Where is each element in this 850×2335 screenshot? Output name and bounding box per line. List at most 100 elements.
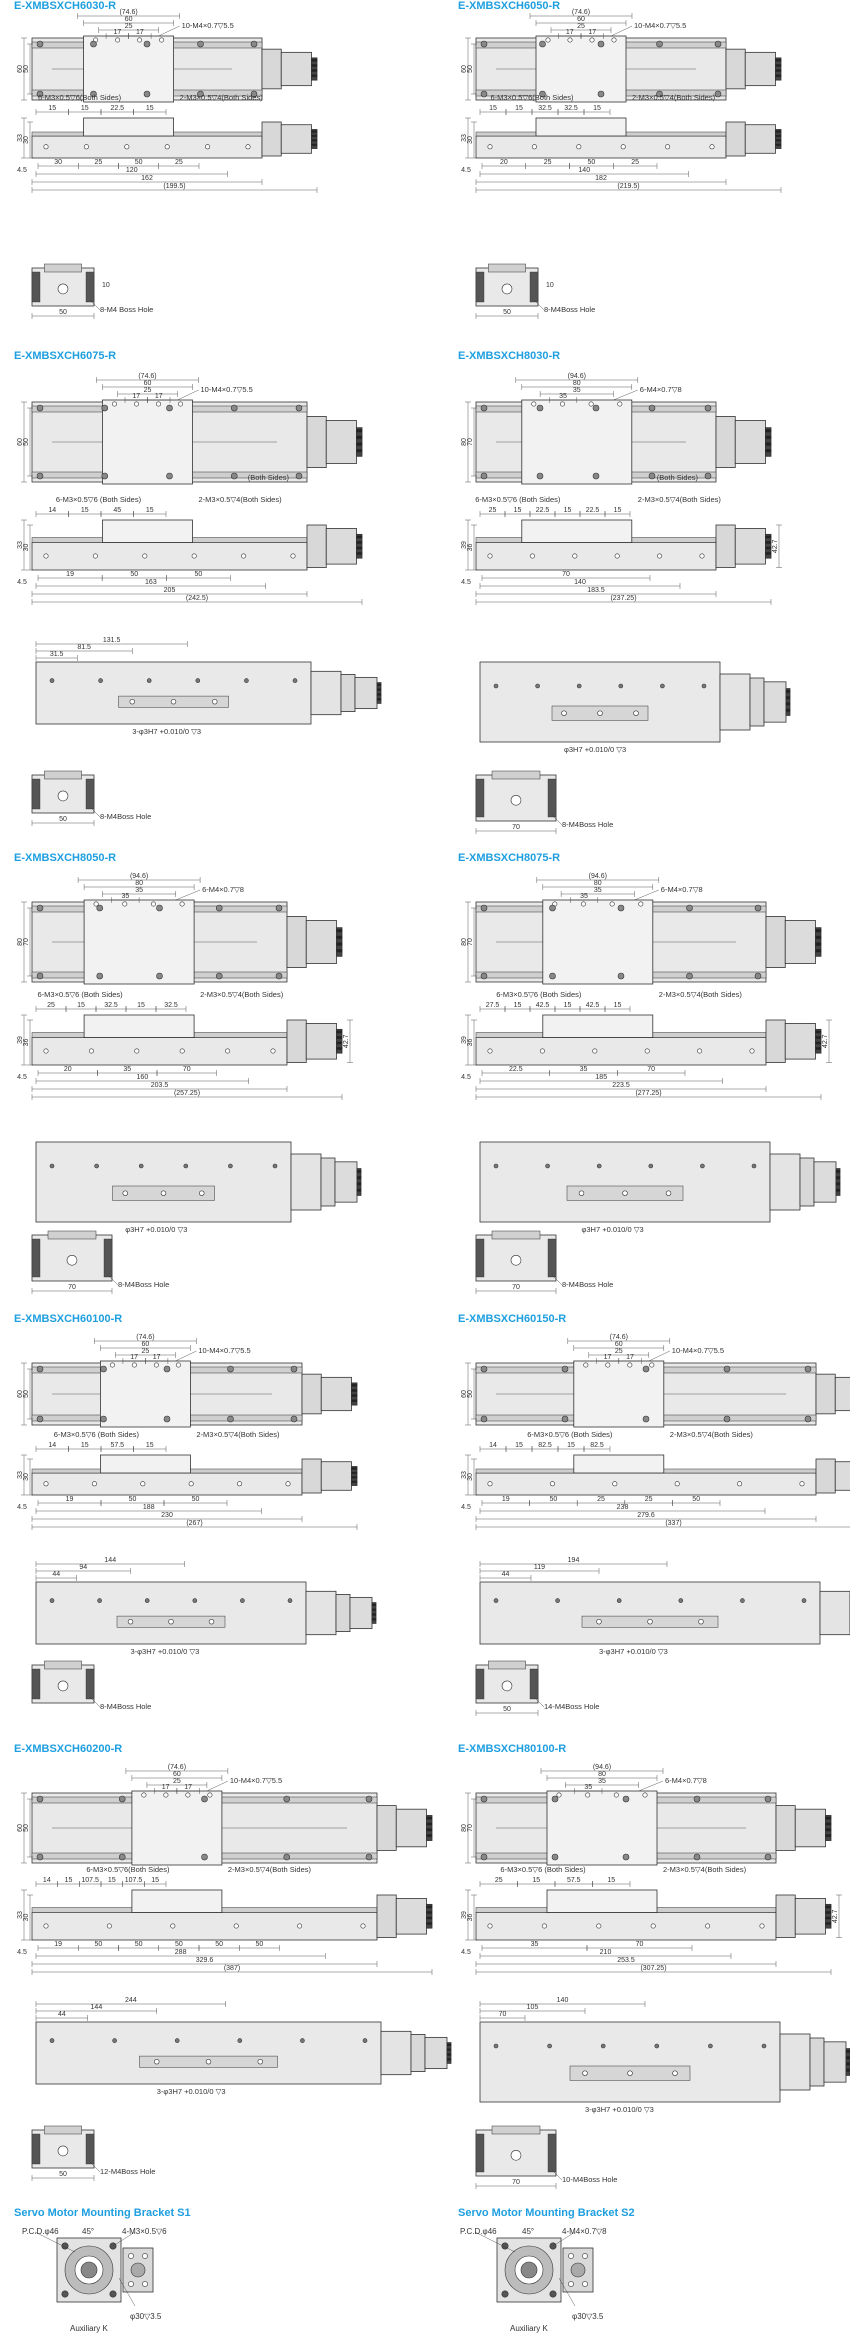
motor-bottom-fin: [785, 696, 791, 700]
model-title-6030: E-XMBSXCH6030-R: [14, 0, 117, 12]
carriage-hole: [131, 1362, 137, 1368]
dim-top-holes: 25: [125, 23, 133, 30]
motor-top-flange: [765, 916, 786, 969]
dim-side-edge: 4.5: [461, 579, 471, 586]
mount-hole: [723, 1415, 731, 1423]
motor-top-flange: [261, 48, 282, 90]
dim-top-rail: 50: [467, 65, 474, 73]
carriage-hole: [178, 401, 184, 407]
dim-side-bottom-3: 25: [631, 159, 639, 166]
side-hole: [91, 1481, 97, 1487]
side-hole: [539, 1048, 545, 1054]
side-hole: [697, 1048, 703, 1054]
side-hole: [297, 1923, 303, 1929]
motor-side-fin: [336, 1036, 343, 1039]
motor-side-body: [305, 1023, 337, 1060]
side-hole: [487, 1048, 493, 1054]
bracket-1: [34, 2231, 154, 2307]
dim-side-bottom-2: 70: [183, 1066, 191, 1073]
motor-top-fin: [765, 442, 772, 446]
aux-hole: [582, 2253, 588, 2259]
side-hole: [612, 1481, 618, 1487]
motor-top: [765, 916, 822, 969]
bottom-hole: [49, 2038, 55, 2043]
holes-leader: [552, 2231, 576, 2247]
holes-leader: [112, 2231, 136, 2247]
motor-bottom-fin: [356, 1188, 362, 1192]
bottom-pin-note: φ3H7 +0.010/0 ▽3: [582, 1225, 644, 1234]
dim-side-top-2: 42.5: [536, 1002, 550, 1009]
motor-top: [725, 48, 782, 90]
bottom-hole: [618, 683, 624, 689]
end-carriage: [44, 1660, 82, 1670]
side-hole: [487, 553, 493, 559]
dim-side-bottom-5: 50: [255, 1941, 263, 1948]
motor-side: [815, 1458, 850, 1494]
carriage: [102, 399, 193, 485]
bottom-hole: [535, 683, 540, 689]
dim-side-l2: 253.5: [617, 1957, 635, 1964]
model-title-80100: E-XMBSXCH80100-R: [458, 1743, 567, 1755]
dim-bottom-d3: 31.5: [50, 651, 64, 658]
mount-hole: [597, 40, 605, 48]
mount-hole: [480, 472, 488, 480]
mount-hole: [480, 1853, 488, 1861]
dim-side-bottom-3: 25: [645, 1496, 653, 1503]
dim-side-l1: 140: [578, 167, 590, 174]
mount-hole: [227, 1415, 234, 1423]
motor-top: [301, 1373, 358, 1415]
dim-side-bottom-1: 35: [580, 1066, 588, 1073]
motor-top-fin: [356, 435, 363, 440]
dim-side-bottom-2: 50: [135, 1941, 143, 1948]
model-title-60150: E-XMBSXCH60150-R: [458, 1313, 567, 1325]
motor-top-connector: [356, 427, 363, 457]
motor-top-flange: [306, 415, 327, 468]
dim-side-height-b: 36: [23, 1039, 30, 1047]
side-carriage: [546, 1889, 658, 1913]
motor-bottom-fin: [356, 1182, 362, 1186]
end-side-left: [31, 1668, 41, 1700]
bottom-hole: [138, 1163, 144, 1169]
dim-side-height: 33: [17, 134, 24, 142]
dim-side-l3: (219.5): [617, 183, 639, 190]
dim-end-width: 50: [503, 309, 511, 316]
dim-side-top-3: 32.5: [564, 105, 578, 112]
end-boss-leader: [89, 806, 101, 818]
side-base: [475, 1037, 767, 1066]
carriage-hole: [185, 1792, 191, 1798]
bore-leader: [118, 2277, 136, 2307]
dim-side-bottom-2: 25: [597, 1496, 605, 1503]
dowel-pin-hole: [596, 1618, 602, 1625]
end-side-left: [475, 2133, 485, 2173]
dim-top-holes: 35: [573, 387, 581, 394]
top-side-note: (Both Sides): [248, 473, 290, 482]
dim-top-rail: 50: [23, 65, 30, 73]
side-hole: [674, 1481, 680, 1487]
motor-bottom: [410, 2034, 452, 2073]
mount-hole: [36, 1365, 44, 1373]
end-boss-note: 8-M4Boss Hole: [118, 1280, 169, 1289]
motor-side-body: [794, 1898, 826, 1935]
motor-side-connector: [356, 533, 363, 559]
bracket-s1-bore: φ30▽3.5: [130, 2312, 162, 2321]
dowel-pin-hole: [561, 710, 567, 716]
motor-top-fin: [815, 942, 822, 946]
dim-side-top-1: 15: [77, 1002, 85, 1009]
end-bore: [57, 790, 69, 802]
dim-side-top-1: 15: [65, 1877, 73, 1884]
bottom-hole: [97, 1598, 102, 1603]
mount-hole: [36, 40, 44, 48]
carriage-hole: [567, 37, 573, 43]
side-view: 6-M3×0.5▽6 (Both Sides)2-M3×0.5▽4(Both S…: [461, 1865, 842, 1975]
model-title-60100: E-XMBSXCH60100-R: [14, 1313, 123, 1325]
motor-side-fin: [775, 139, 782, 142]
dim-side-bottom-0: 19: [54, 1941, 62, 1948]
dim-side-l3: (199.5): [163, 183, 185, 190]
dim-side-l3: (267): [186, 1520, 202, 1527]
